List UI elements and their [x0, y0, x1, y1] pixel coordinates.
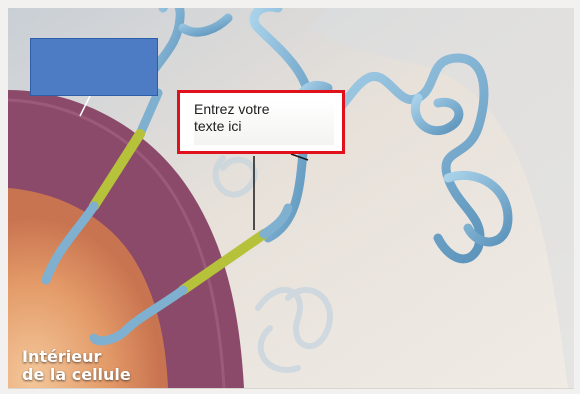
membrane-protein-illustration: Entrez votre texte ici Intérieur de la c… — [8, 8, 574, 389]
cell-interior-label: Intérieur de la cellule — [22, 348, 182, 384]
callout-textbox-inner: Entrez votre texte ici — [194, 101, 334, 145]
cell-label-line2: de la cellule — [22, 366, 182, 384]
callout-textbox[interactable]: Entrez votre texte ici — [177, 90, 345, 154]
blue-label-box[interactable] — [30, 38, 158, 96]
callout-text: Entrez votre texte ici — [194, 101, 334, 135]
cell-label-line1: Intérieur — [22, 348, 182, 366]
